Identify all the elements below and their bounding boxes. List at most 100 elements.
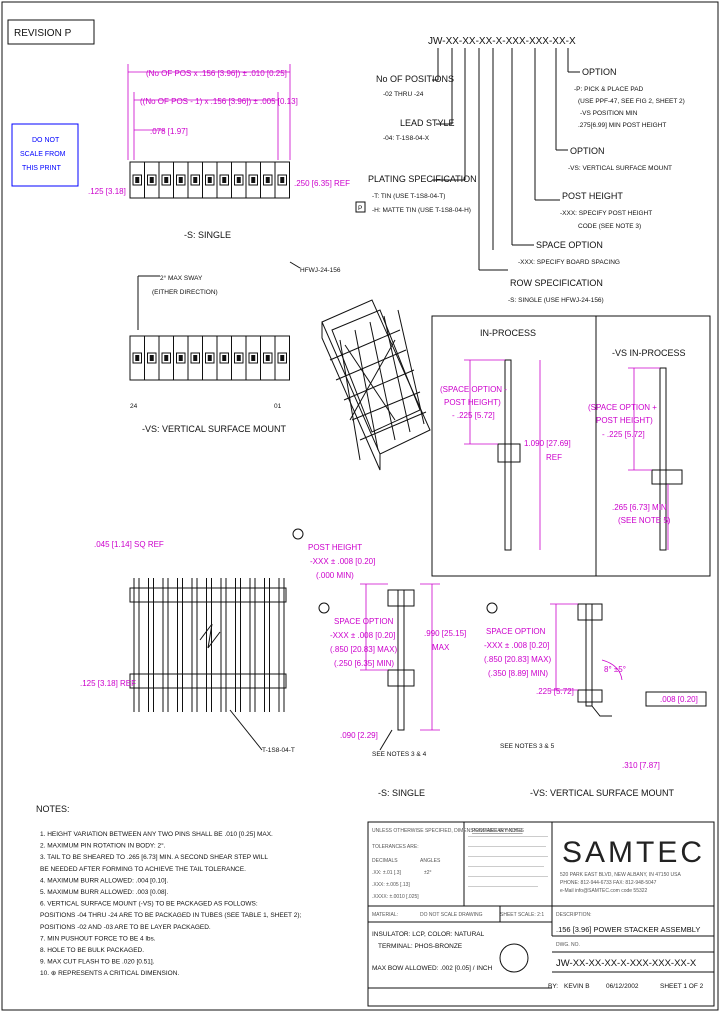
svg-text:TOLERANCES ARE:: TOLERANCES ARE: — [372, 844, 419, 850]
svg-text:-XXX ± .008 [0.20]: -XXX ± .008 [0.20] — [330, 631, 395, 640]
sway-label: 2° MAX SWAY — [160, 274, 203, 282]
spec-option-vs: OPTION -VS: VERTICAL SURFACE MOUNT — [568, 146, 672, 172]
svg-text:.265 [6.73] MIN: .265 [6.73] MIN — [612, 503, 667, 512]
svg-text:ANGLES: ANGLES — [420, 858, 441, 864]
top-dimensions: (No OF POS x .156 [3.96]) ± .010 [0.25] … — [88, 64, 350, 196]
svg-text:1.090 [27.69]: 1.090 [27.69] — [524, 439, 571, 448]
svg-text:REF: REF — [546, 453, 562, 462]
svg-text:PHONE: 812-944-6733 FAX: 812-: PHONE: 812-944-6733 FAX: 812-948-5047 — [560, 880, 657, 886]
svg-text:OPTION: OPTION — [582, 67, 617, 77]
title-block: UNLESS OTHERWISE SPECIFIED, DIMENSIONS A… — [367, 821, 715, 1007]
svg-text:PROPRIETARY NOTE: PROPRIETARY NOTE — [472, 828, 523, 834]
svg-text:POST HEIGHT): POST HEIGHT) — [444, 398, 501, 407]
see-notes-35: SEE NOTES 3 & 5 — [500, 743, 555, 750]
svg-text:-VS: VERTICAL SURFACE MOUNT: -VS: VERTICAL SURFACE MOUNT — [568, 165, 672, 172]
dim-225: .225 [5.72] — [536, 687, 574, 696]
svg-text:±2°: ±2° — [424, 870, 432, 876]
connector-top-view — [129, 161, 290, 199]
spec-lead-style: LEAD STYLE -04: T-1S8-04-X — [383, 118, 455, 142]
svg-text:PLATING SPECIFICATION: PLATING SPECIFICATION — [368, 174, 477, 184]
svg-text:SPACE OPTION: SPACE OPTION — [334, 617, 394, 626]
svg-text:UNLESS OTHERWISE SPECIFIED, DI: UNLESS OTHERWISE SPECIFIED, DIMENSIONS A… — [372, 828, 525, 834]
svg-text:DESCRIPTION:: DESCRIPTION: — [556, 912, 592, 918]
svg-text:((No OF POS - 1) x .156 [3.96]: ((No OF POS - 1) x .156 [3.96]) ± .005 [… — [140, 97, 298, 106]
svg-text:MAX: MAX — [432, 643, 450, 652]
connector-vs-view — [129, 335, 290, 381]
svg-text:INSULATOR: LCP, COLOR: NATURAL: INSULATOR: LCP, COLOR: NATURAL — [372, 931, 485, 938]
svg-text:-XXX ± .008 [0.20]: -XXX ± .008 [0.20] — [310, 557, 375, 566]
svg-text:DECIMALS: DECIMALS — [372, 858, 398, 864]
notes-title: NOTES: — [36, 804, 70, 814]
spec-space-option: SPACE OPTION -XXX: SPECIFY BOARD SPACING — [518, 240, 620, 266]
note-line: 3. TAIL TO BE SHEARED TO .265 [6.73] MIN… — [40, 854, 268, 861]
svg-text:POST HEIGHT): POST HEIGHT) — [596, 416, 653, 425]
svg-text:DWG. NO.: DWG. NO. — [556, 942, 580, 948]
svg-text:DO NOT SCALE DRAWING: DO NOT SCALE DRAWING — [420, 912, 483, 918]
note-line: 10. ⊕ REPRESENTS A CRITICAL DIMENSION. — [40, 970, 179, 977]
svg-text:-P: PICK & PLACE PAD: -P: PICK & PLACE PAD — [574, 86, 644, 93]
svg-text:P: P — [358, 205, 362, 212]
inprocess-title: IN-PROCESS — [480, 328, 536, 338]
do-not-scale-line-3: THIS PRINT — [22, 165, 62, 172]
inprocess-pin — [497, 359, 683, 551]
svg-text:OPTION: OPTION — [570, 146, 605, 156]
lead-label: T-1S8-04-T — [262, 747, 295, 754]
note-line: 2. MAXIMUM PIN ROTATION IN BODY: 2°. — [40, 842, 166, 850]
spec-row: ROW SPECIFICATION -S: SINGLE (USE HFWJ-2… — [508, 278, 604, 304]
svg-text:-XXX: SPECIFY POST HEIGHT: -XXX: SPECIFY POST HEIGHT — [560, 210, 652, 217]
spec-post-height: POST HEIGHT -XXX: SPECIFY POST HEIGHT CO… — [560, 191, 652, 230]
svg-text:KEVIN B: KEVIN B — [564, 983, 590, 990]
svg-text:- .225 [5.72]: - .225 [5.72] — [452, 411, 495, 420]
note-line: 7. MIN PUSHOUT FORCE TO BE 4 lbs. — [40, 935, 156, 942]
svg-text:-XXX ± .008 [0.20]: -XXX ± .008 [0.20] — [484, 641, 549, 650]
svg-text:- .225 [5.72]: - .225 [5.72] — [602, 430, 645, 439]
inprocess-panel — [431, 315, 711, 577]
svg-text:520 PARK EAST BLVD, NEW ALBANY: 520 PARK EAST BLVD, NEW ALBANY, IN 47150… — [560, 872, 681, 878]
svg-text:POST HEIGHT: POST HEIGHT — [562, 191, 623, 201]
svg-text:-04: T-1S8-04-X: -04: T-1S8-04-X — [383, 135, 430, 142]
dim-ref: .125 [3.18] REF — [80, 679, 136, 688]
svg-text:(.350 [8.89] MIN): (.350 [8.89] MIN) — [488, 669, 548, 678]
note-line: BE NEEDED AFTER FORMING TO ACHIEVE THE T… — [40, 866, 246, 873]
template-leaders — [432, 48, 580, 271]
do-not-scale-box — [11, 123, 79, 187]
svg-text:06/12/2002: 06/12/2002 — [606, 983, 639, 990]
sway-label-2: (EITHER DIRECTION) — [152, 289, 218, 296]
do-not-scale-line-1: DO NOT — [32, 137, 60, 144]
svg-text:(USE PPF-47, SEE FIG 2, SHEET: (USE PPF-47, SEE FIG 2, SHEET 2) — [578, 98, 685, 105]
note-line: 6. VERTICAL SURFACE MOUNT (-VS) TO BE PA… — [40, 901, 258, 908]
spec-number-of-positions: No OF POSITIONS -02 THRU -24 — [376, 74, 454, 98]
svg-text:(SPACE OPTION +: (SPACE OPTION + — [588, 403, 657, 412]
vs-inprocess-title: -VS IN-PROCESS — [612, 348, 686, 358]
svg-text:POST HEIGHT: POST HEIGHT — [308, 543, 362, 552]
label-vsm-top: -VS: VERTICAL SURFACE MOUNT — [142, 424, 287, 434]
svg-text:-H: MATTE TIN (USE T-1S8-04-H): -H: MATTE TIN (USE T-1S8-04-H) — [372, 207, 471, 214]
pos-24: 24 — [130, 403, 138, 410]
label-vsm-bottom: -VS: VERTICAL SURFACE MOUNT — [530, 788, 675, 798]
revision-box — [7, 19, 95, 45]
svg-text:-S: SINGLE (USE HFWJ-24-156): -S: SINGLE (USE HFWJ-24-156) — [508, 297, 604, 304]
side-view-single — [387, 589, 415, 731]
svg-text:.XXXX: ±.0010 [.025]: .XXXX: ±.0010 [.025] — [372, 894, 419, 900]
description: .156 [3.96] POWER STACKER ASSEMBLY — [556, 925, 700, 934]
svg-text:-VS POSITION MIN: -VS POSITION MIN — [580, 110, 638, 117]
svg-text:TERMINAL: PHOS-BRONZE: TERMINAL: PHOS-BRONZE — [378, 943, 463, 950]
svg-text:No OF POSITIONS: No OF POSITIONS — [376, 74, 454, 84]
front-view — [129, 578, 287, 712]
svg-text:MATERIAL:: MATERIAL: — [372, 912, 398, 918]
svg-text:(.850 [20.83] MAX): (.850 [20.83] MAX) — [484, 655, 551, 664]
svg-text:(SEE NOTE 5): (SEE NOTE 5) — [618, 516, 671, 525]
svg-text:LEAD STYLE: LEAD STYLE — [400, 118, 455, 128]
dim-sq: .045 [1.14] SQ REF — [94, 540, 164, 549]
svg-text:.XX: ±.01 [.3]: .XX: ±.01 [.3] — [372, 870, 401, 876]
dim-angle: 8° ±5° — [604, 665, 626, 674]
side-single-dims — [360, 583, 440, 731]
svg-text:SHEET SCALE: 2:1: SHEET SCALE: 2:1 — [500, 912, 544, 918]
side-vs-dims — [550, 603, 623, 691]
svg-text:SPACE OPTION: SPACE OPTION — [486, 627, 546, 636]
see-notes-34: SEE NOTES 3 & 4 — [372, 751, 427, 758]
svg-text:(.250 [6.35] MIN): (.250 [6.35] MIN) — [334, 659, 394, 668]
svg-text:-T: TIN (USE T-1S8-04-T): -T: TIN (USE T-1S8-04-T) — [372, 193, 445, 200]
